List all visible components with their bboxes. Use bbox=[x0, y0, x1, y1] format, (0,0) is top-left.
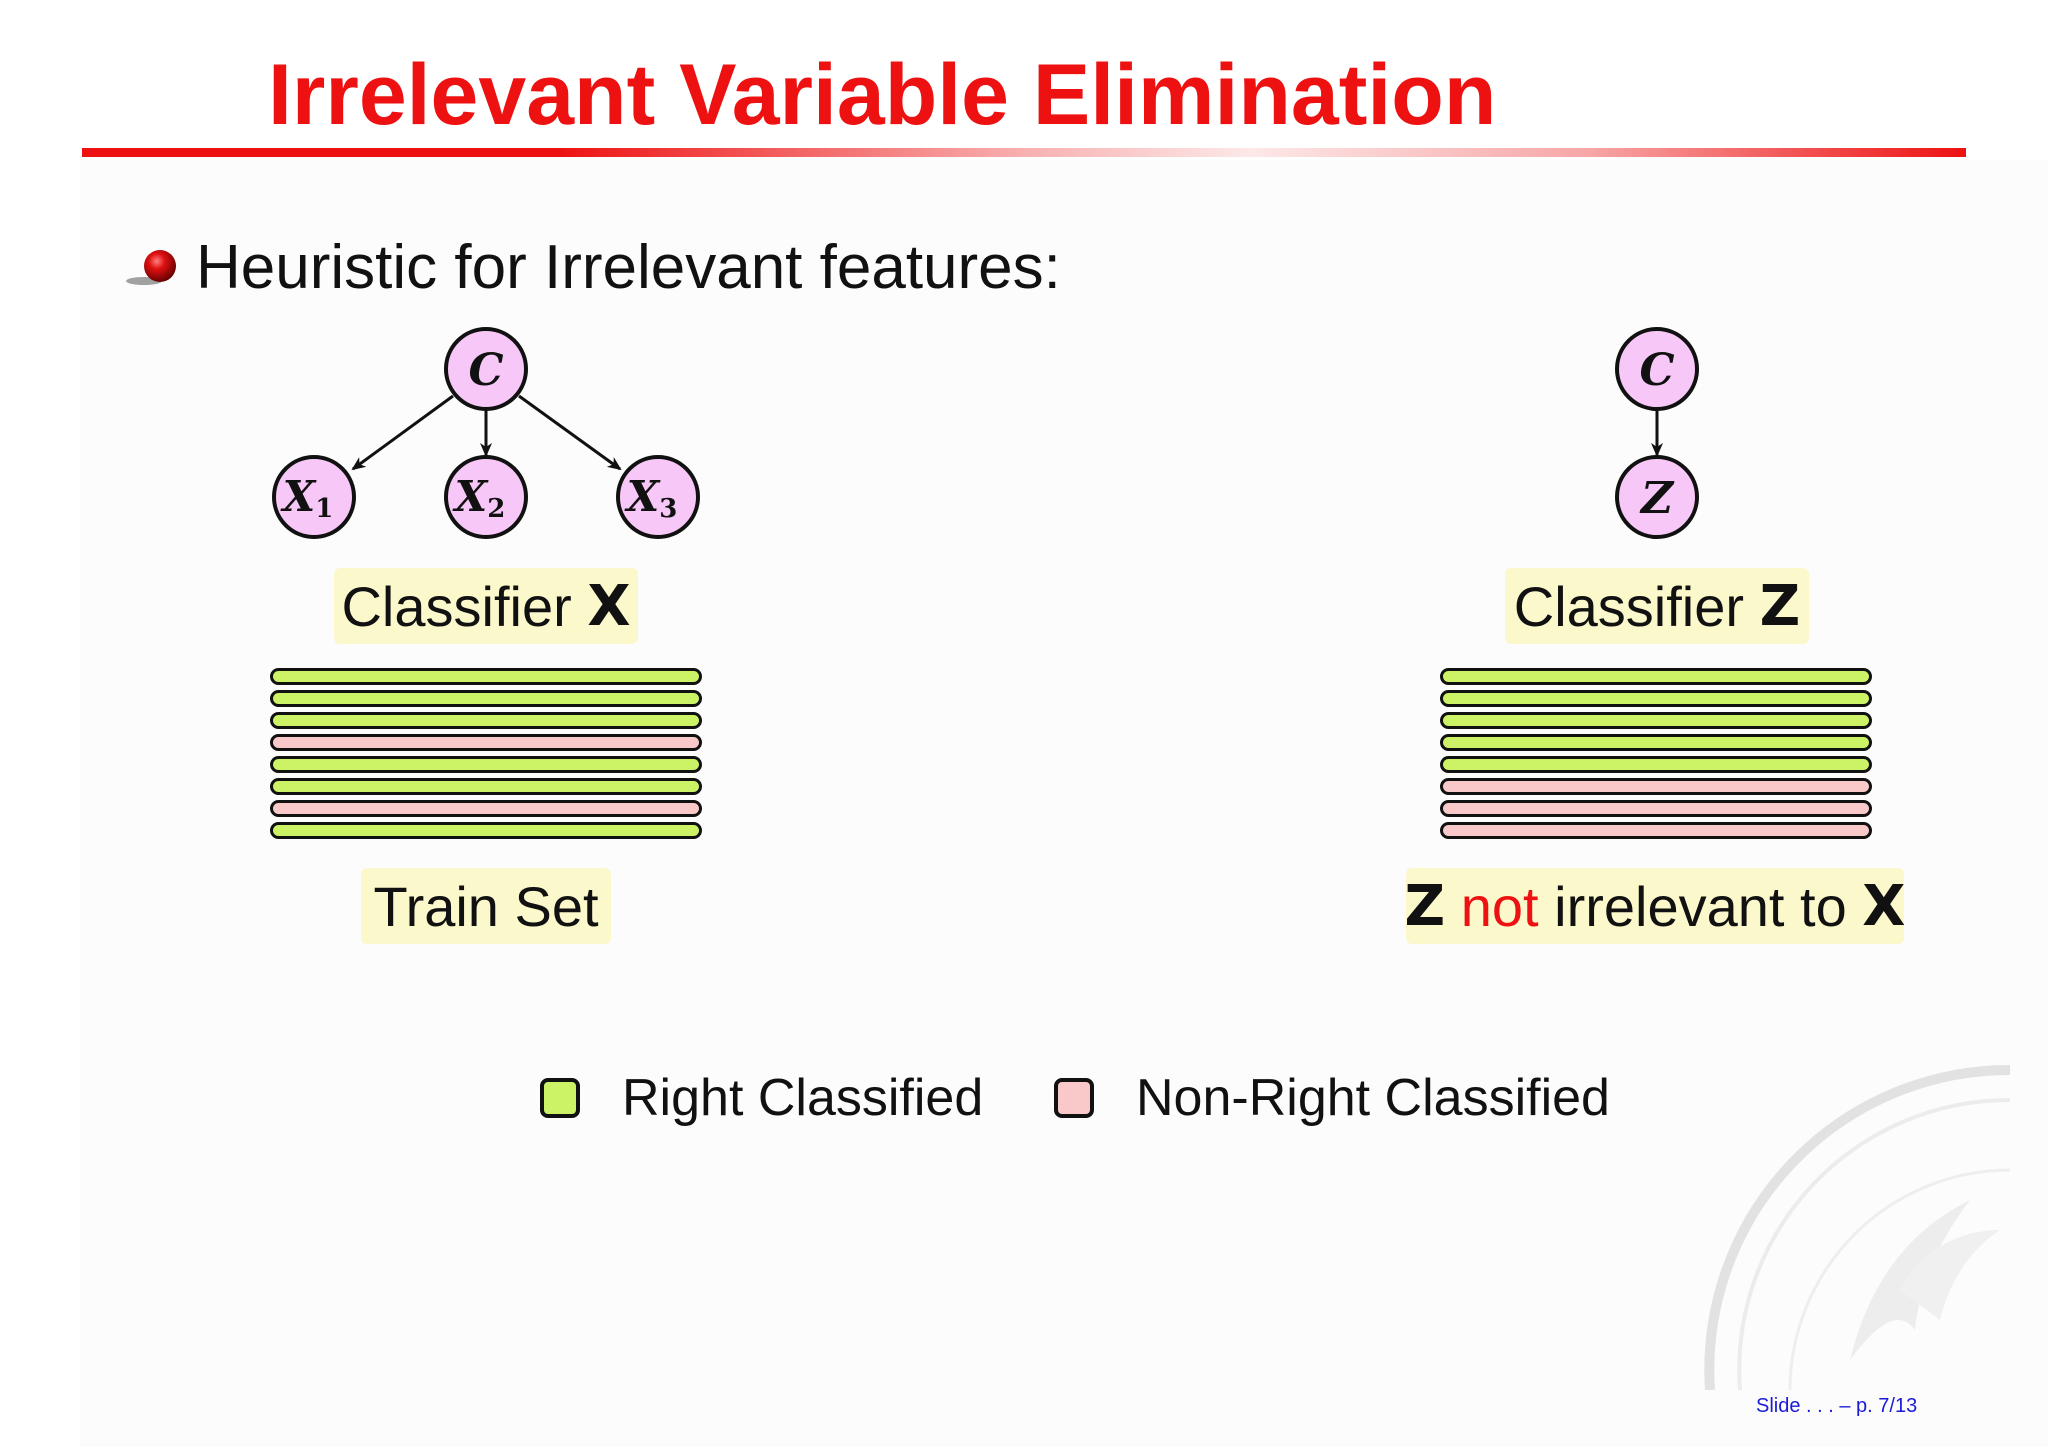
right-classified-label: Right Classified bbox=[622, 1069, 984, 1127]
classifier-x-label: Classifier X bbox=[334, 568, 638, 644]
z-not-irrelevant-label: Z not irrelevant to X bbox=[1405, 868, 1905, 944]
university-seal-watermark bbox=[1704, 1064, 2011, 1390]
node-c-right-label: C bbox=[1639, 345, 1674, 396]
classifier-z-sample-bar-wrong bbox=[1440, 800, 1872, 817]
right-classified-swatch bbox=[540, 1078, 580, 1118]
node-c-left-label: C bbox=[468, 345, 503, 396]
classifier-z-sample-bar-right bbox=[1440, 668, 1872, 685]
node-x1: X1 bbox=[272, 455, 356, 539]
bullet-ball-icon bbox=[126, 250, 176, 285]
node-x2: X2 bbox=[444, 455, 528, 539]
node-c-right: C bbox=[1615, 327, 1699, 411]
node-x3: X3 bbox=[616, 455, 700, 539]
train-set-stack bbox=[270, 668, 702, 842]
classifier-z-sample-bar-wrong bbox=[1440, 822, 1872, 839]
node-z-label: Z bbox=[1639, 473, 1675, 524]
node-c-left: C bbox=[444, 327, 528, 411]
train-set-sample-bar-right bbox=[270, 712, 702, 729]
classifier-z-sample-bar-right bbox=[1440, 756, 1872, 773]
train-set-label: Train Set bbox=[361, 868, 611, 944]
node-z: Z bbox=[1615, 455, 1699, 539]
train-set-sample-bar-right bbox=[270, 778, 702, 795]
classifier-z-stack bbox=[1440, 668, 1872, 842]
edge-c-x3 bbox=[518, 394, 622, 471]
classifier-z-sample-bar-wrong bbox=[1440, 778, 1872, 795]
svg-text:X1: X1 bbox=[280, 472, 334, 524]
slide-footer: Slide . . . – p. 7/13 bbox=[1756, 1395, 1918, 1417]
bullet-text: Heuristic for Irrelevant features: bbox=[196, 233, 1061, 302]
legend-non-right-classified: Non-Right Classified bbox=[1054, 1068, 1610, 1128]
slide-title: Irrelevant Variable Elimination bbox=[268, 47, 1497, 143]
non-right-classified-swatch bbox=[1054, 1078, 1094, 1118]
train-set-sample-bar-right bbox=[270, 756, 702, 773]
classifier-z-sample-bar-right bbox=[1440, 734, 1872, 751]
train-set-sample-bar-right bbox=[270, 690, 702, 707]
legend-right-classified: Right Classified bbox=[540, 1068, 983, 1128]
svg-text:X2: X2 bbox=[452, 472, 506, 524]
classifier-z-sample-bar-right bbox=[1440, 690, 1872, 707]
classifier-z-label: Classifier Z bbox=[1505, 568, 1809, 644]
classifier-z-sample-bar-right bbox=[1440, 712, 1872, 729]
train-set-sample-bar-wrong bbox=[270, 800, 702, 817]
edge-c-x1 bbox=[351, 394, 454, 471]
train-set-sample-bar-right bbox=[270, 822, 702, 839]
non-right-classified-label: Non-Right Classified bbox=[1136, 1069, 1610, 1127]
train-set-sample-bar-right bbox=[270, 668, 702, 685]
train-set-sample-bar-wrong bbox=[270, 734, 702, 751]
svg-text:X3: X3 bbox=[624, 472, 678, 524]
title-underline bbox=[82, 148, 1966, 157]
